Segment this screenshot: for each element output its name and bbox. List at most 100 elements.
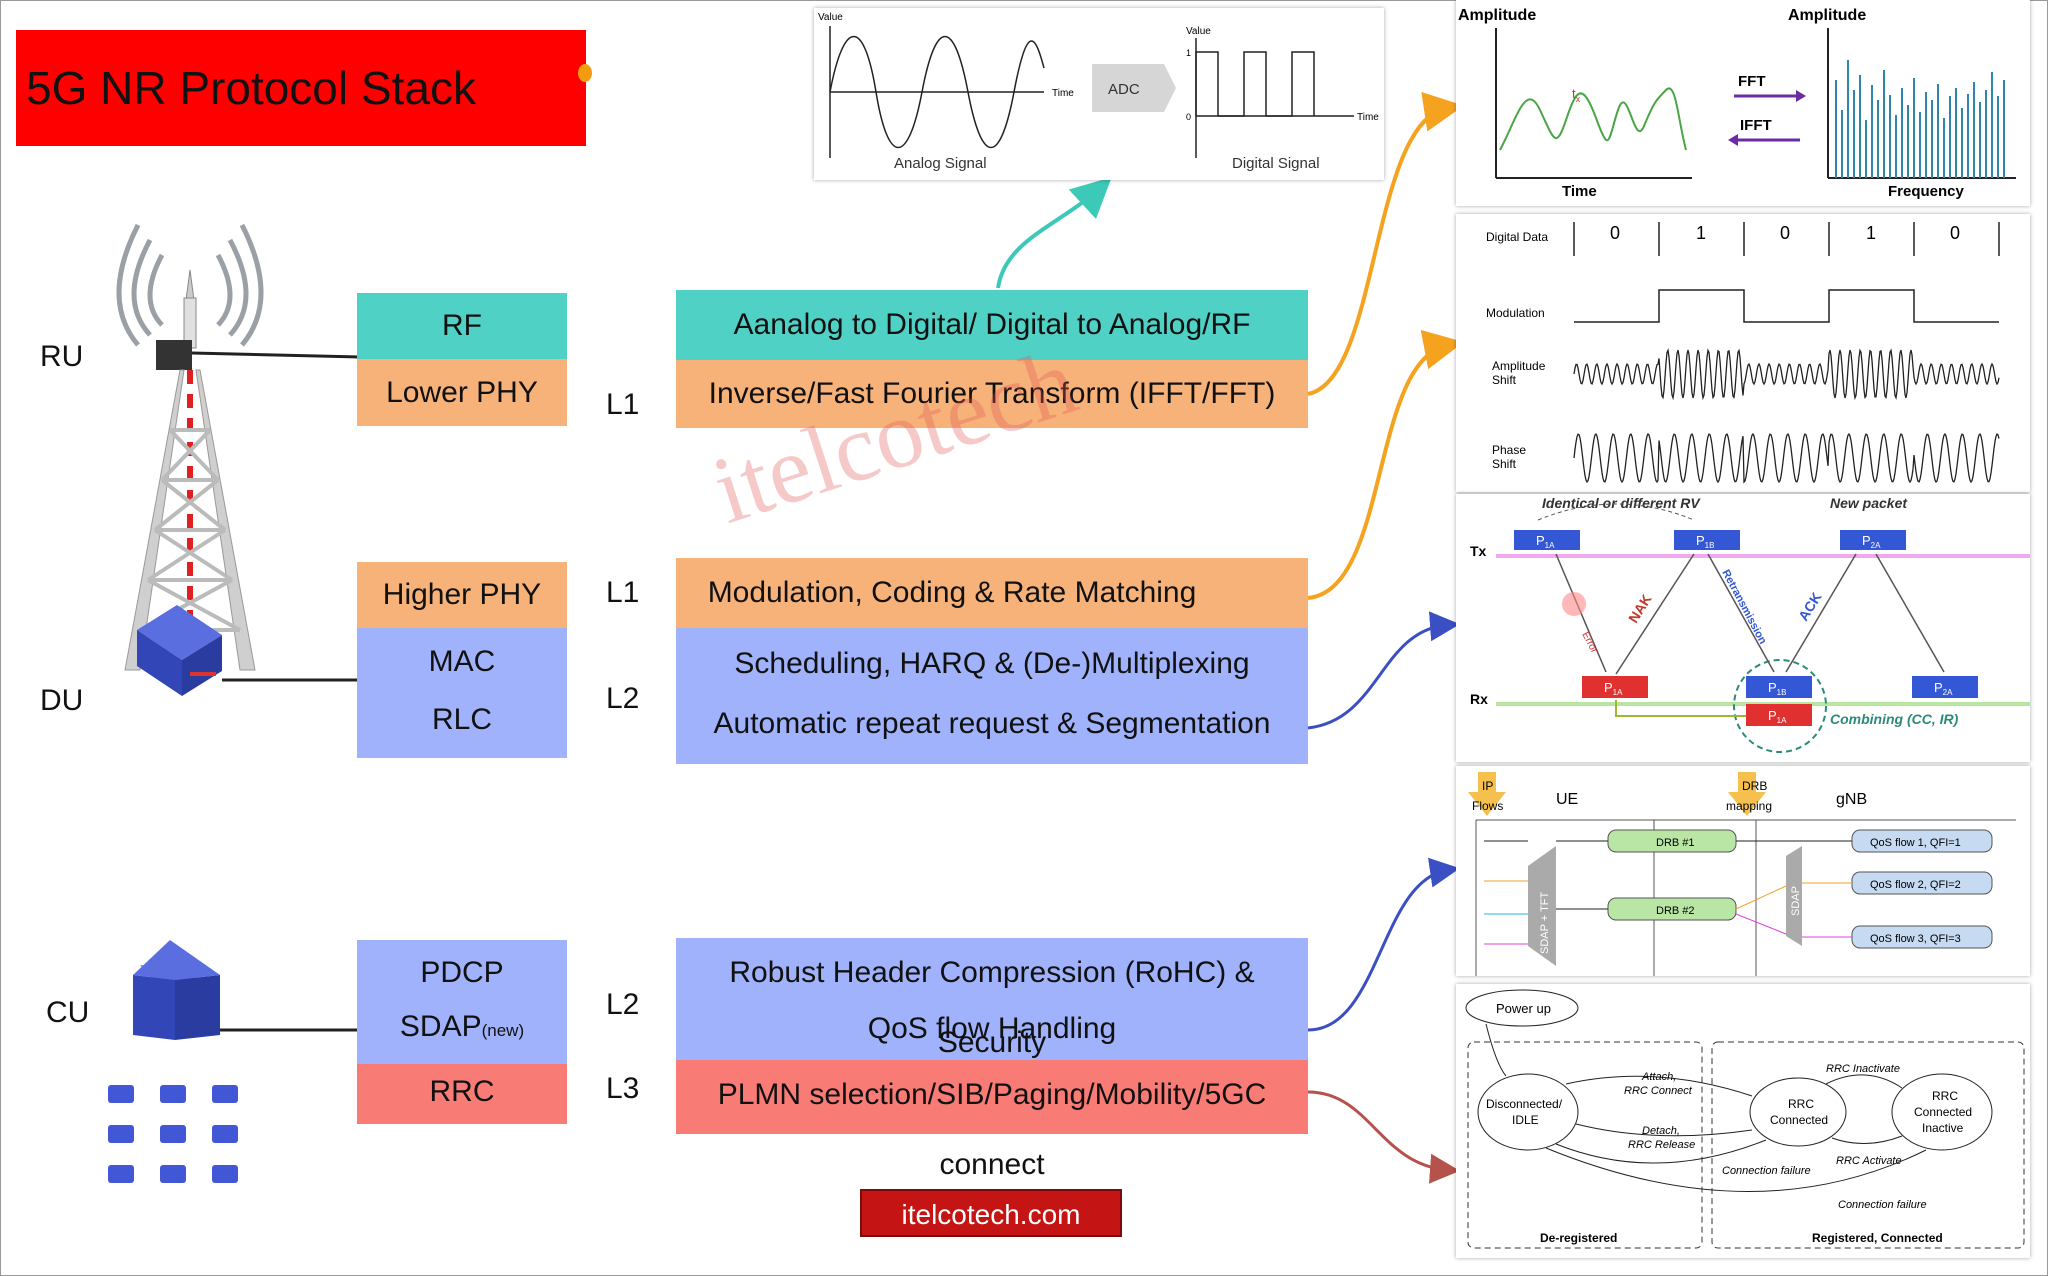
level-l2-cu: L2 [606, 988, 640, 1021]
rrc-connected-label-2: Connected [1770, 1113, 1828, 1127]
cu-grid-icon [108, 1085, 238, 1183]
harq-p2a-rx: P2A [1934, 680, 1953, 697]
cu-label: CU [46, 996, 90, 1029]
level-l1-lower: L1 [606, 388, 640, 421]
level-l2-du: L2 [606, 682, 640, 715]
fft-label: FFT [1738, 73, 1766, 90]
arrow-harq [1307, 611, 1460, 730]
arrow-ifft [1307, 91, 1464, 396]
rrc-inactive-label-2: Connected [1914, 1105, 1972, 1119]
rrc-inactive-label-1: RRC [1932, 1089, 1958, 1103]
cu-server-icon [133, 940, 220, 1040]
qos-mapping-label: mapping [1726, 799, 1772, 813]
adc-zero-label: 0 [1186, 112, 1191, 122]
antenna-waves-icon [116, 223, 264, 347]
fft-panel: Amplitude tx Time FFT IFFT Amplitude Fre… [1456, 0, 2030, 206]
mod-bit-2: 0 [1780, 223, 1790, 243]
qos-drb1-label: DRB #1 [1656, 837, 1695, 849]
layer-pdcp-sdap: PDCP SDAP(new) [357, 940, 567, 1064]
function-rohc: Robust Header Compression (RoHC) & Secur… [729, 956, 1255, 1059]
arrow-qos [1307, 857, 1460, 1032]
fft-time-label: Time [1562, 183, 1597, 200]
qos-gnb-label: gNB [1836, 791, 1867, 808]
qos-ip-label: IP [1482, 779, 1493, 793]
qos-ue-label: UE [1556, 791, 1578, 808]
qos-flows-label: Flows [1472, 799, 1503, 813]
level-l3: L3 [606, 1072, 640, 1105]
layer-higher-phy: Higher PHY [357, 562, 567, 628]
layer-pdcp: PDCP [420, 956, 504, 989]
rrc-deregistered-label: De-registered [1540, 1231, 1617, 1245]
harq-rx-label: Rx [1470, 691, 1488, 707]
adc-panel: Value Time Analog Signal ADC Value Time … [814, 8, 1384, 180]
mod-amplitude-label: Amplitude [1492, 359, 1546, 373]
adc-digital-label: Digital Signal [1232, 155, 1320, 172]
site-url[interactable]: itelcotech.com [860, 1189, 1122, 1237]
adc-value-label-1: Value [818, 12, 843, 23]
harq-p1b-tx: P1B [1696, 533, 1714, 550]
title-dot [578, 64, 592, 82]
function-modulation: Modulation, Coding & Rate Matching [676, 558, 1308, 628]
rrc-idle-label-2: IDLE [1512, 1113, 1539, 1127]
rrc-conn-fail-label-2: Connection failure [1838, 1199, 1927, 1211]
fft-amplitude-label-1: Amplitude [1458, 7, 1536, 24]
layer-rlc: RLC [431, 703, 492, 736]
qos-sdap-label: SDAP [1790, 886, 1802, 916]
qos-flow3-label: QoS flow 3, QFI=3 [1870, 933, 1961, 945]
function-ad-da: Aanalog to Digital/ Digital to Analog/RF [676, 290, 1308, 360]
rrc-inactive-label-3: Inactive [1922, 1121, 1964, 1135]
layer-sdap-label: SDAP [399, 1010, 482, 1043]
rrc-release-label: RRC Release [1628, 1139, 1695, 1151]
qos-flow1-label: QoS flow 1, QFI=1 [1870, 837, 1961, 849]
amplitude-shift-wave [1573, 348, 2000, 401]
qos-sdap-tft-label: SDAP + TFT [1539, 891, 1551, 954]
fft-frequency-label: Frequency [1888, 183, 1965, 200]
layer-rrc: RRC [357, 1064, 567, 1124]
mod-digital-data-label: Digital Data [1486, 230, 1548, 244]
arrow-modulation [1307, 329, 1464, 600]
mod-bit-3: 1 [1866, 223, 1876, 243]
function-plmn: PLMN selection/SIB/Paging/Mobility/5GC c… [676, 1060, 1308, 1181]
rrc-connect-label: RRC Connect [1624, 1085, 1693, 1097]
function-arq: Automatic repeat request & Segmentation [713, 707, 1271, 740]
phase-shift-wave [1573, 432, 2000, 484]
network-nodes-illustration [108, 223, 361, 1183]
ru-label: RU [40, 340, 84, 373]
harq-p1a-tx: P1A [1536, 533, 1555, 550]
adc-one-label: 1 [1186, 48, 1191, 58]
fft-amplitude-label-2: Amplitude [1788, 7, 1866, 24]
qos-drb-label: DRB [1742, 779, 1767, 793]
mod-amplitude-shift-label: Shift [1492, 373, 1517, 387]
du-label: DU [40, 684, 84, 717]
rrc-attach-label: Attach, [1641, 1071, 1676, 1083]
harq-p2a-tx: P2A [1862, 533, 1881, 550]
du-server-icon [137, 605, 222, 696]
harq-new-packet-label: New packet [1830, 495, 1908, 511]
ifft-label: IFFT [1740, 117, 1772, 134]
mod-bit-1: 1 [1696, 223, 1706, 243]
fft-tx-label: tx [1572, 86, 1581, 104]
harq-retrans-label: Retransmission [1719, 568, 1768, 647]
adc-time-label-1: Time [1052, 88, 1074, 99]
harq-combining-label: Combining (CC, IR) [1830, 711, 1959, 727]
harq-p1a-rx: P1A [1604, 680, 1623, 697]
adc-time-label-2: Time [1357, 112, 1379, 123]
rrc-power-up-label: Power up [1496, 1001, 1551, 1016]
mod-modulation-label: Modulation [1486, 306, 1545, 320]
adc-value-label-2: Value [1186, 26, 1211, 37]
harq-p1b-rx: P1B [1768, 680, 1786, 697]
layer-rf: RF [357, 293, 567, 359]
harq-p1a-combined: P1A [1768, 708, 1787, 725]
layer-mac: MAC [428, 645, 496, 678]
page-title: 5G NR Protocol Stack [16, 30, 586, 146]
rrc-inactivate-label: RRC Inactivate [1826, 1063, 1900, 1075]
rrc-conn-fail-label-1: Connection failure [1722, 1165, 1811, 1177]
qos-panel: IP Flows UE DRB mapping gNB SDAP + TFT S… [1456, 766, 2030, 976]
function-qos: QoS flow Handling [867, 1012, 1117, 1045]
mod-bit-0: 0 [1610, 223, 1620, 243]
function-cu-l2: Robust Header Compression (RoHC) & Secur… [676, 938, 1308, 1060]
arrow-teal [996, 177, 1112, 289]
adc-label: ADC [1108, 81, 1140, 98]
mod-bit-4: 0 [1950, 223, 1960, 243]
